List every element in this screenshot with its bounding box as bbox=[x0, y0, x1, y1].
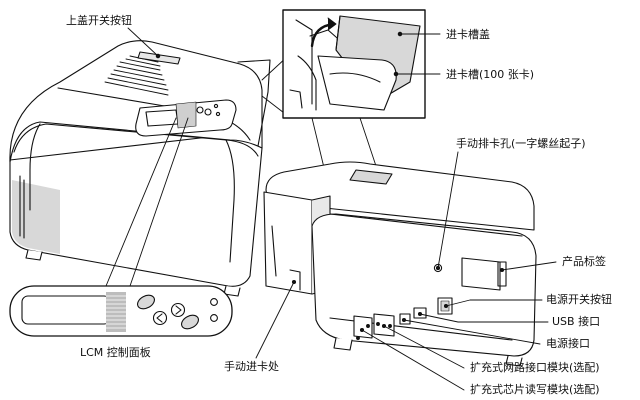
label-card-hopper: 进卡槽(100 张卡) bbox=[446, 68, 535, 81]
leader-top-cover bbox=[127, 27, 161, 59]
status-led-icon bbox=[210, 298, 218, 322]
label-usb-port: USB 接口 bbox=[552, 315, 601, 328]
hopper-inset bbox=[261, 9, 426, 119]
menu-button-icon bbox=[137, 294, 155, 310]
label-card-hopper-cover: 进卡槽盖 bbox=[446, 28, 490, 41]
label-lcm-panel: LCM 控制面板 bbox=[80, 346, 151, 359]
left-arrow-icon bbox=[152, 310, 168, 326]
label-manual-feed-slot: 手动进卡处 bbox=[224, 360, 279, 373]
front-printer bbox=[9, 40, 271, 297]
label-top-cover-button: 上盖开关按钮 bbox=[66, 14, 132, 27]
vent-grille bbox=[104, 55, 169, 96]
label-chip-encoder-module: 扩充式芯片读写模块(选配) bbox=[470, 383, 600, 396]
leader-hopper bbox=[393, 31, 441, 77]
label-power-button: 电源开关按钮 bbox=[546, 293, 612, 306]
rear-printer bbox=[263, 161, 537, 367]
label-product-label: 产品标签 bbox=[562, 255, 606, 268]
right-arrow-icon bbox=[170, 302, 186, 318]
ok-button-icon bbox=[181, 314, 199, 330]
label-network-module: 扩充式网路接口模块(选配) bbox=[470, 361, 600, 374]
rear-leaders bbox=[255, 151, 557, 391]
label-power-port: 电源接口 bbox=[546, 337, 590, 350]
lcm-callout bbox=[9, 117, 233, 337]
label-manual-eject-hole: 手动排卡孔(一字螺丝起子) bbox=[456, 137, 586, 150]
